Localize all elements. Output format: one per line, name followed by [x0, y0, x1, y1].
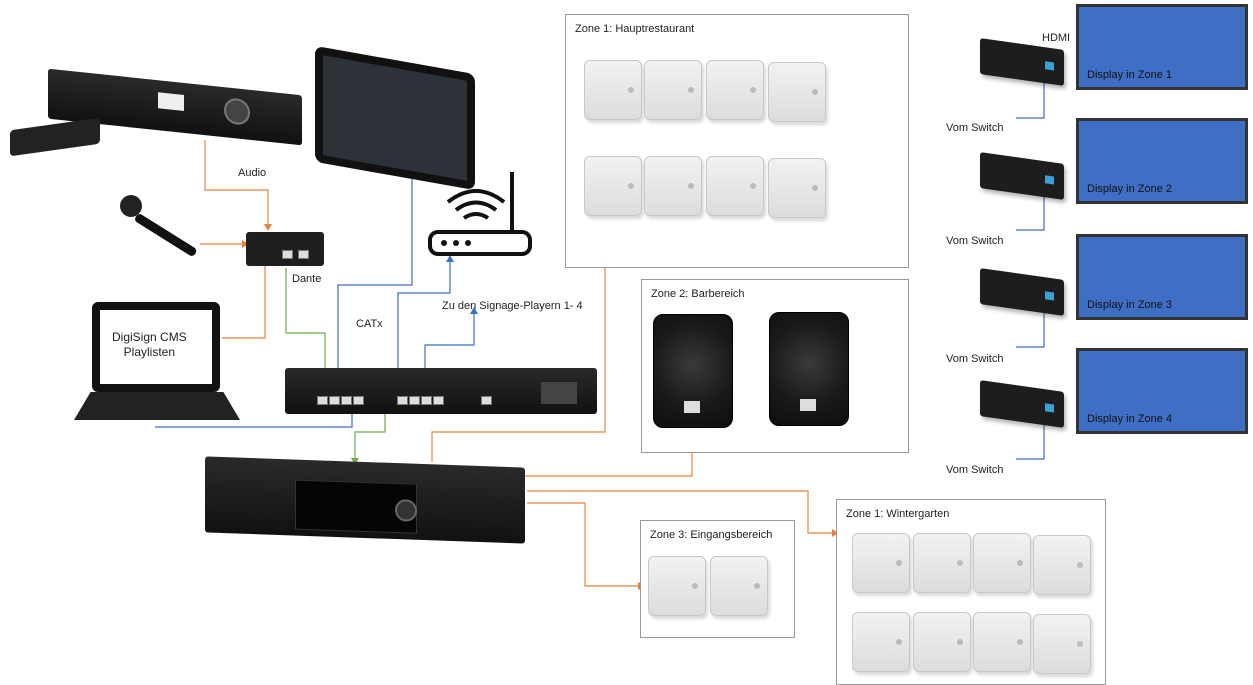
- wire-switch-to-amp: [354, 412, 386, 462]
- label-signage: Zu den Signage-Playern 1- 4: [442, 300, 583, 312]
- speaker: [973, 612, 1031, 672]
- display-zone-3: Display in Zone 3: [1076, 234, 1248, 320]
- wire-switch-mux3: [1016, 308, 1045, 348]
- wifi-router-icon: [428, 172, 532, 256]
- black-speaker: [769, 312, 849, 426]
- zone-title: Zone 2: Barbereich: [651, 288, 745, 300]
- speaker: [852, 612, 910, 672]
- speaker: [644, 156, 702, 216]
- zone-title: Zone 3: Eingangsbereich: [650, 529, 773, 541]
- receiver-knob: [224, 97, 250, 126]
- wire-amp-to-eingang: [527, 502, 642, 587]
- speaker: [852, 533, 910, 593]
- speaker: [706, 60, 764, 120]
- display-zone-1: Display in Zone 1: [1076, 4, 1248, 90]
- label-dante: Dante: [292, 273, 322, 285]
- audio-amplifier: [205, 456, 525, 544]
- dante-interface: [246, 232, 324, 266]
- speaker: [1033, 535, 1091, 595]
- wire-laptop-to-dante: [222, 262, 266, 339]
- label-vom-switch: Vom Switch: [946, 464, 1004, 476]
- speaker: [768, 158, 826, 218]
- wire-switch-mux1: [1016, 77, 1045, 119]
- display-zone-2: Display in Zone 2: [1076, 118, 1248, 204]
- speaker: [584, 156, 642, 216]
- speaker: [913, 533, 971, 593]
- wire-router-to-switch: [397, 258, 451, 396]
- speaker: [584, 60, 642, 120]
- speaker: [644, 60, 702, 120]
- label-audio: Audio: [238, 167, 267, 179]
- wire-switch-mux2: [1016, 192, 1045, 231]
- display-zone-4: Display in Zone 4: [1076, 348, 1248, 434]
- receiver-display: [158, 92, 184, 111]
- speaker: [706, 156, 764, 216]
- label-vom-switch: Vom Switch: [946, 353, 1004, 365]
- display-label: Display in Zone 2: [1087, 183, 1172, 195]
- wire-amp-to-winter: [527, 490, 836, 534]
- wire-switch-mux4: [1016, 420, 1045, 460]
- speaker: [768, 62, 826, 122]
- display-label: Display in Zone 3: [1087, 299, 1172, 311]
- zone-hauptrestaurant: Zone 1: Hauptrestaurant: [565, 14, 909, 268]
- speaker: [710, 556, 768, 616]
- speaker: [648, 556, 706, 616]
- speaker: [1033, 614, 1091, 674]
- label-catx: CATx: [356, 318, 383, 330]
- laptop-screen-text: DigiSign CMS Playlisten: [112, 330, 187, 359]
- speaker: [973, 533, 1031, 593]
- zone-title: Zone 1: Hauptrestaurant: [575, 23, 695, 35]
- microphone: [120, 195, 142, 217]
- display-label: Display in Zone 4: [1087, 413, 1172, 425]
- label-hdmi: HDMI: [1042, 32, 1071, 44]
- wire-dante-to-switch: [285, 268, 326, 395]
- label-vom-switch: Vom Switch: [946, 122, 1004, 134]
- display-label: Display in Zone 1: [1087, 69, 1172, 81]
- zone-title: Zone 1: Wintergarten: [846, 508, 950, 520]
- laptop: [92, 302, 220, 392]
- label-vom-switch: Vom Switch: [946, 235, 1004, 247]
- wire-amp-to-haupt: [431, 213, 606, 462]
- laptop-base: [74, 392, 240, 420]
- wire-tablet-to-switch: [337, 173, 413, 396]
- network-switch: [285, 368, 597, 414]
- black-speaker: [653, 314, 733, 428]
- speaker: [913, 612, 971, 672]
- wire-receiver-to-dante: [204, 140, 269, 228]
